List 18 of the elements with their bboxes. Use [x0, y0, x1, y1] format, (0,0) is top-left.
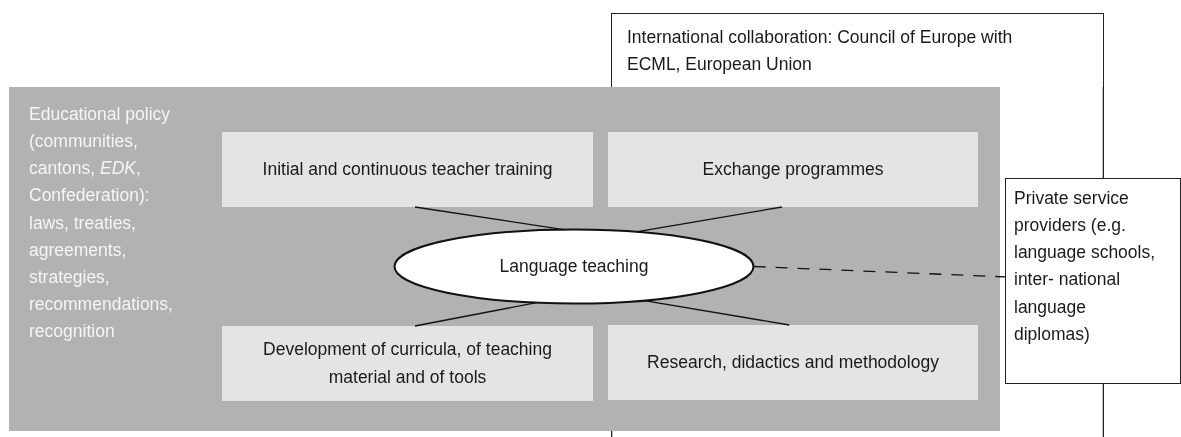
process-box: [608, 132, 978, 207]
connector-line: [643, 299, 790, 326]
node-label: Educational policy (communities, cantons, EDK, Confederation): laws, treaties, agreements, strategies, recommendations, recognition: [29, 103, 174, 343]
node-label: Language teaching: [499, 254, 649, 278]
process-box: [222, 326, 593, 401]
node-label: Exchange programmes: [702, 157, 884, 181]
node-label: International collaboration: Council of Europe with ECML, European Union: [627, 26, 1014, 77]
node-label: Development of curricula, of teaching material and of tools: [262, 338, 553, 389]
connector-line: [635, 206, 783, 233]
policy-panel: [9, 87, 1000, 431]
provider-box: [1005, 178, 1181, 384]
node-label: Research, didactics and methodology: [647, 350, 939, 374]
process-box: [222, 132, 593, 207]
node-label: Initial and continuous teacher training: [262, 157, 553, 181]
outline-box: [611, 13, 1104, 87]
process-box: [608, 325, 978, 400]
connector-line: [752, 265, 1006, 278]
node-label: Private service providers (e.g. language schools, inter- national language diplomas): [1014, 187, 1157, 346]
